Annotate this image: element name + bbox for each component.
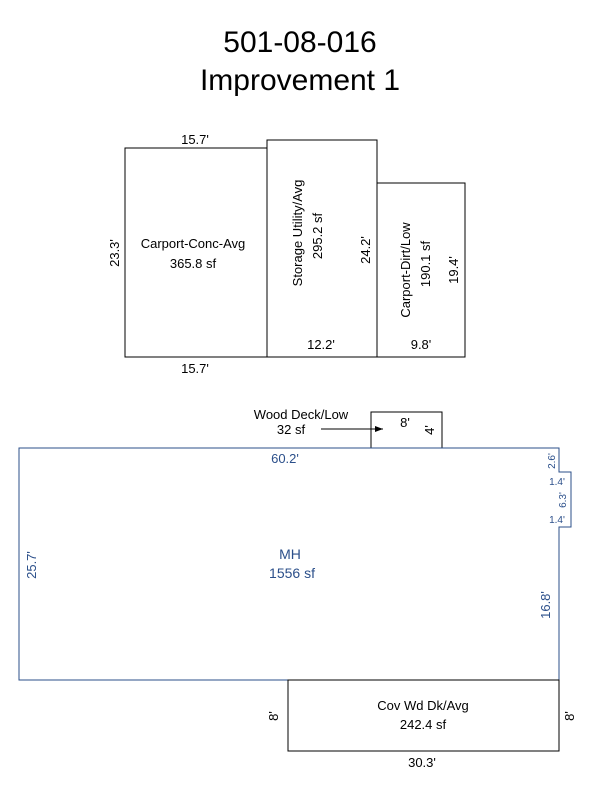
improvement-title: Improvement 1: [199, 64, 401, 97]
wood-deck-dim-width: 8': [400, 415, 410, 430]
carport-dirt-dim-bottom: 9.8': [411, 337, 432, 352]
mh-dim-step-c: 6.3': [558, 492, 569, 508]
mh-dim-top: 60.2': [271, 451, 299, 466]
carport-dirt-dim-side: 19.4': [446, 256, 461, 284]
carport-conc-dim-left: 23.3': [107, 239, 122, 267]
carport-conc-dim-bottom: 15.7': [181, 361, 209, 376]
carport-conc-label: Carport-Conc-Avg: [141, 236, 246, 251]
carport-dirt-rect: [376, 182, 466, 358]
carport-dirt-label: Carport-Dirt/Low: [398, 222, 413, 318]
cov-wd-dk-rect: [287, 679, 560, 752]
storage-label: Storage Utility/Avg: [290, 180, 305, 287]
storage-dim-bottom: 12.2': [307, 337, 335, 352]
storage-area: 295.2 sf: [310, 212, 325, 259]
wood-deck-dim-height: 4': [422, 425, 437, 435]
carport-conc-rect: [124, 147, 268, 358]
wood-deck-label: Wood Deck/Low: [254, 407, 349, 422]
cov-wd-dk-dim-bottom: 30.3': [408, 755, 436, 770]
wood-deck-area: 32 sf: [277, 422, 306, 437]
carport-conc-dim-top: 15.7': [181, 132, 209, 147]
cov-wd-dk-area: 242.4 sf: [400, 717, 447, 732]
mh-dim-right: 16.8': [538, 591, 553, 619]
cov-wd-dk-label: Cov Wd Dk/Avg: [377, 698, 469, 713]
mh-dim-step-d: 1.4': [549, 515, 565, 526]
cov-wd-dk-dim-right: 8': [562, 711, 577, 721]
cov-wd-dk-dim-left: 8': [266, 711, 281, 721]
storage-dim-side: 24.2': [358, 236, 373, 264]
mh-area: 1556 sf: [269, 565, 315, 581]
parcel-id: 501-08-016: [223, 26, 377, 59]
mh-dim-step-a: 2.6': [547, 453, 558, 469]
mh-outline: [18, 447, 572, 681]
mh-label: MH: [279, 546, 301, 562]
mh-dim-step-b: 1.4': [549, 477, 565, 488]
carport-dirt-area: 190.1 sf: [418, 240, 433, 287]
mh-dim-left: 25.7': [24, 551, 39, 579]
carport-conc-area: 365.8 sf: [170, 256, 217, 271]
